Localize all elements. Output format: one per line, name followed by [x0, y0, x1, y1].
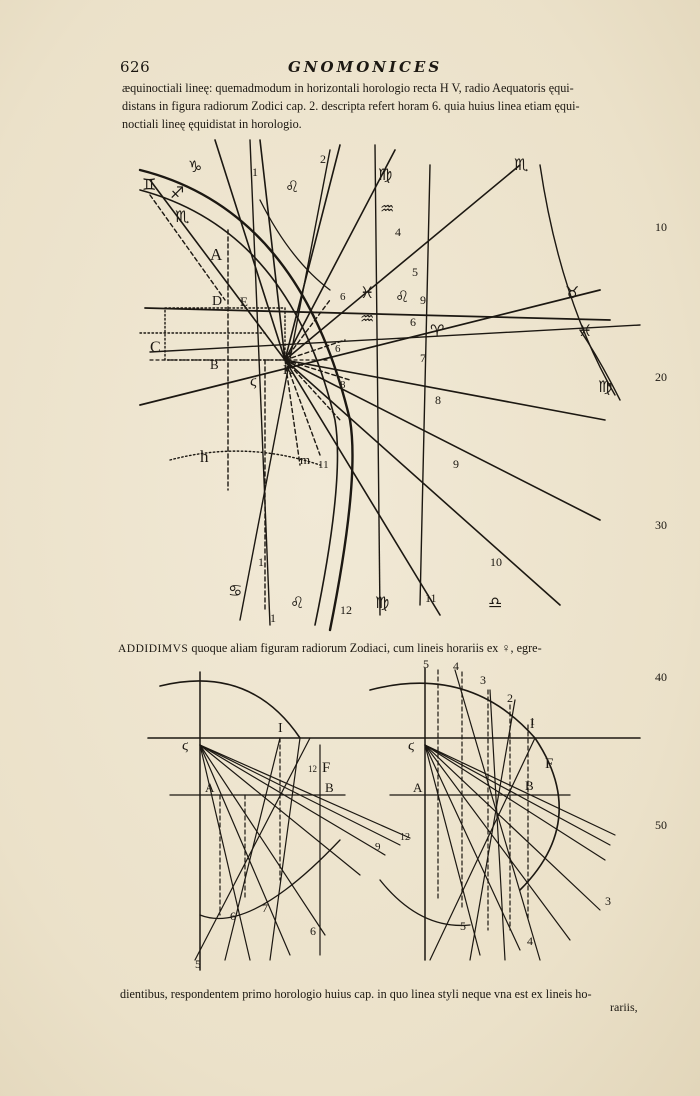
svg-text:♒: ♒ [360, 309, 374, 328]
svg-text:F: F [545, 756, 553, 772]
svg-text:C: C [150, 339, 161, 356]
svg-text:♉: ♉ [565, 283, 579, 302]
catchword: rariis, [610, 1000, 638, 1014]
svg-text:♍: ♍ [378, 165, 392, 184]
margin-number-40: 40 [655, 670, 667, 684]
text-line-4-rest: quoque aliam figuram radiorum Zodiaci, c… [188, 641, 542, 655]
svg-text:9: 9 [453, 457, 459, 471]
svg-text:B: B [525, 778, 534, 793]
svg-text:5: 5 [423, 657, 429, 671]
svg-text:8: 8 [435, 393, 441, 407]
svg-text:1: 1 [530, 717, 535, 728]
text-line-1: æquinoctiali lineę: quemadmodum in horiz… [122, 81, 574, 95]
svg-text:♊: ♊ [142, 175, 156, 194]
svg-text:6: 6 [310, 924, 316, 938]
svg-text:♌: ♌ [285, 177, 299, 196]
svg-text:3: 3 [480, 673, 486, 687]
svg-text:♍: ♍ [598, 377, 612, 396]
page-number: 626 [120, 58, 151, 76]
svg-text:♈: ♈ [430, 321, 444, 340]
svg-text:I: I [530, 716, 534, 731]
svg-text:5: 5 [412, 265, 418, 279]
svg-text:5: 5 [460, 919, 466, 933]
page-header: 626 GNOMONICES [120, 58, 640, 80]
svg-text:3: 3 [605, 894, 611, 908]
svg-text:11: 11 [318, 459, 329, 471]
svg-text:♒: ♒ [380, 199, 394, 218]
svg-text:12: 12 [308, 764, 317, 774]
svg-text:12: 12 [340, 603, 352, 617]
svg-text:A: A [413, 780, 423, 795]
svg-text:♍: ♍ [375, 593, 389, 612]
svg-text:7: 7 [262, 901, 268, 915]
svg-text:9: 9 [375, 841, 381, 853]
text-line-5: dientibus, respondentem primo horologio … [120, 987, 592, 1001]
svg-text:10: 10 [490, 555, 502, 569]
svg-text:♋: ♋ [228, 581, 242, 600]
svg-text:4: 4 [453, 659, 459, 673]
svg-text:4: 4 [395, 225, 401, 239]
text-line-4: ADDIDIMVS quoque aliam figuram radiorum … [118, 639, 542, 658]
svg-text:♎: ♎ [488, 593, 502, 612]
svg-text:♐: ♐ [170, 183, 184, 202]
text-line-3: noctiali lineę ęquidistat in horologio. [122, 117, 302, 131]
svg-text:ϛ: ϛ [408, 738, 414, 754]
svg-text:B: B [210, 357, 219, 372]
svg-text:A: A [210, 245, 223, 264]
svg-text:6: 6 [410, 315, 416, 329]
svg-text:E: E [240, 294, 248, 309]
svg-text:1: 1 [252, 165, 258, 179]
margin-number-50: 50 [655, 818, 667, 832]
svg-text:♑: ♑ [188, 157, 202, 176]
svg-text:6: 6 [340, 291, 346, 303]
svg-text:F: F [322, 760, 330, 776]
text-caps: ADDIDIMVS [118, 643, 189, 655]
svg-text:D: D [212, 294, 222, 309]
svg-text:A: A [205, 780, 215, 795]
svg-text:♏: ♏ [514, 155, 528, 174]
svg-text:6: 6 [335, 343, 341, 355]
svg-text:5: 5 [195, 957, 201, 971]
svg-text:I: I [278, 721, 283, 736]
svg-text:9: 9 [420, 293, 426, 307]
svg-text:2: 2 [320, 152, 326, 166]
svg-text:K: K [283, 363, 293, 378]
svg-text:m: m [300, 452, 310, 467]
svg-text:ϛ: ϛ [250, 373, 257, 390]
svg-text:1: 1 [258, 555, 264, 569]
svg-text:♓: ♓ [578, 321, 592, 340]
svg-text:♌: ♌ [395, 287, 409, 306]
svg-text:11: 11 [425, 591, 437, 605]
svg-text:1: 1 [270, 611, 276, 625]
svg-text:4: 4 [527, 934, 533, 948]
svg-text:7: 7 [420, 351, 426, 365]
running-title: GNOMONICES [288, 58, 443, 76]
svg-text:♌: ♌ [290, 593, 304, 612]
svg-text:12: 12 [400, 832, 410, 843]
text-line-2: distans in figura radiorum Zodici cap. 2… [122, 99, 580, 113]
svg-text:8: 8 [340, 379, 346, 391]
svg-text:6: 6 [230, 909, 236, 923]
margin-number-30: 30 [655, 518, 667, 532]
svg-text:ϛ: ϛ [182, 738, 188, 754]
margin-number-10: 10 [655, 220, 667, 234]
svg-text:♓: ♓ [360, 283, 374, 302]
svg-text:h: h [200, 447, 209, 466]
svg-text:♏: ♏ [175, 207, 189, 226]
svg-text:2: 2 [507, 691, 513, 705]
margin-number-20: 20 [655, 370, 667, 384]
svg-text:B: B [325, 780, 334, 795]
